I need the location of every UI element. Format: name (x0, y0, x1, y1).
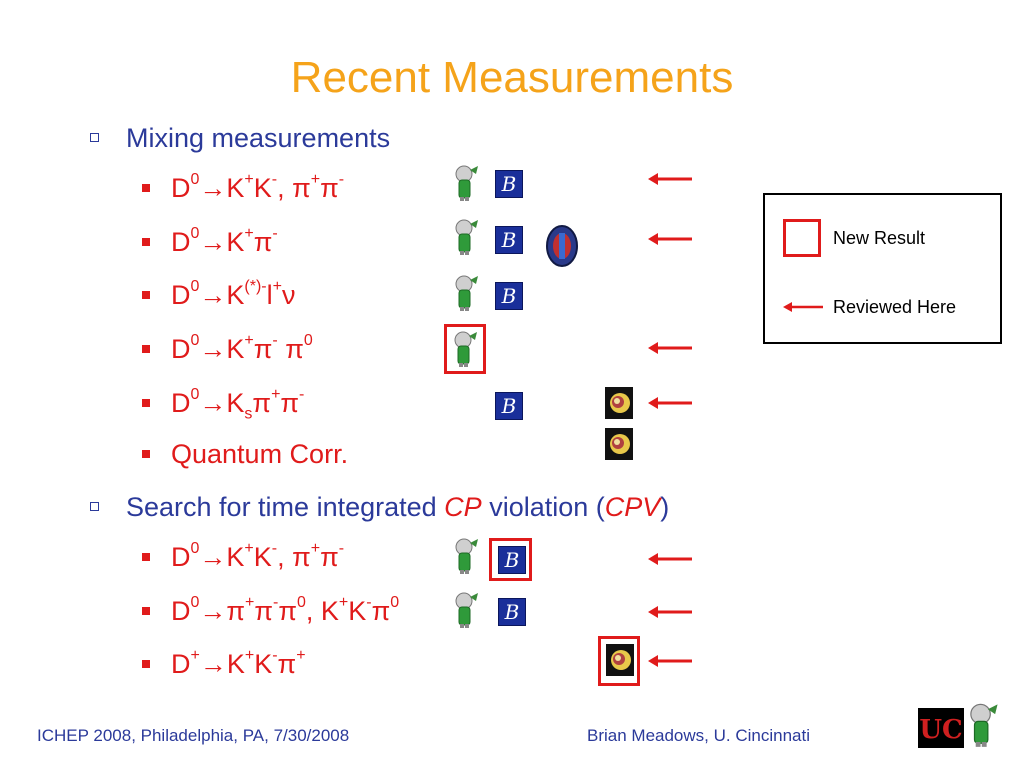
svg-text:UC: UC (919, 715, 962, 745)
svg-text:B: B (504, 600, 520, 624)
cleo-logo-icon (605, 387, 633, 419)
belle-logo-icon: B (495, 282, 523, 310)
babar-elephant-icon (451, 330, 479, 368)
babar-elephant-icon (966, 700, 1000, 750)
square-bullet-icon (142, 291, 150, 299)
footer-author: Brian Meadows, U. Cincinnati (587, 726, 810, 745)
square-bullet-icon (142, 238, 150, 246)
left-arrow-icon (648, 172, 692, 191)
section-mixing: Mixing measurements (90, 121, 391, 155)
list-item: D0→K+π- (142, 225, 278, 259)
list-item: D0→K+K-, π+π- (142, 540, 344, 574)
list-item: D+→K+K-π+ (142, 647, 306, 681)
square-bullet-icon (142, 450, 150, 458)
square-bullet-icon (142, 660, 150, 668)
belle-logo-icon: B (495, 170, 523, 198)
hollow-square-bullet-icon (90, 502, 99, 511)
left-arrow-icon (783, 300, 823, 318)
left-arrow-icon (648, 341, 692, 360)
new-result-box (444, 324, 486, 374)
cpv-abbrev: CPV (604, 492, 661, 522)
quantum-corr-label: Quantum Corr. (171, 439, 349, 469)
cpv-middle: violation ( (481, 492, 605, 522)
babar-elephant-icon (452, 164, 480, 202)
footer-conference: ICHEP 2008, Philadelphia, PA, 7/30/2008 (37, 726, 350, 745)
section-mixing-label: Mixing measurements (126, 123, 391, 153)
square-bullet-icon (142, 607, 150, 615)
square-bullet-icon (142, 399, 150, 407)
left-arrow-icon (648, 552, 692, 571)
square-bullet-icon (142, 184, 150, 192)
new-result-box (598, 636, 640, 686)
belle-logo-icon: B (495, 392, 523, 420)
square-bullet-icon (142, 345, 150, 353)
babar-elephant-icon (452, 537, 480, 575)
belle-logo-icon: B (498, 598, 526, 626)
legend-new-result-label: New Result (833, 228, 926, 248)
svg-text:B: B (501, 284, 517, 308)
cdf-logo-icon (546, 225, 578, 267)
babar-elephant-icon (452, 218, 480, 256)
cpv-suffix: ) (660, 492, 670, 522)
uc-logo-icon: UC (918, 708, 964, 753)
legend-reviewed-here-label: Reviewed Here (833, 297, 957, 317)
cpv-prefix: Search for time integrated (126, 492, 445, 522)
svg-text:B: B (501, 394, 517, 418)
legend-box: New Result Reviewed Here (763, 193, 1002, 344)
belle-logo-icon: B (498, 546, 526, 574)
left-arrow-icon (648, 654, 692, 673)
section-cpv: Search for time integrated CP violation … (90, 490, 670, 524)
cleo-logo-icon (605, 428, 633, 460)
babar-elephant-icon (452, 274, 480, 312)
list-item: D0→π+π-π0, K+K-π0 (142, 594, 399, 628)
list-item: D0→K+π- π0 (142, 332, 313, 366)
babar-elephant-icon (452, 591, 480, 629)
list-item: D0→K+K-, π+π- (142, 171, 344, 205)
left-arrow-icon (648, 605, 692, 624)
new-result-box (489, 538, 532, 581)
slide-title: Recent Measurements (290, 53, 734, 102)
left-arrow-icon (648, 396, 692, 415)
list-item: D0→K(*)-l+ν (142, 278, 295, 312)
svg-text:B: B (504, 548, 520, 572)
cpv-cp: CP (444, 492, 482, 522)
square-bullet-icon (142, 553, 150, 561)
svg-text:B: B (501, 228, 517, 252)
belle-logo-icon: B (495, 226, 523, 254)
list-item: Quantum Corr. (142, 437, 349, 471)
left-arrow-icon (648, 232, 692, 251)
list-item: D0→Ksπ+π- (142, 386, 304, 422)
svg-text:B: B (501, 172, 517, 196)
cleo-logo-icon (606, 644, 634, 676)
legend-new-result-swatch (783, 219, 821, 257)
hollow-square-bullet-icon (90, 133, 99, 142)
